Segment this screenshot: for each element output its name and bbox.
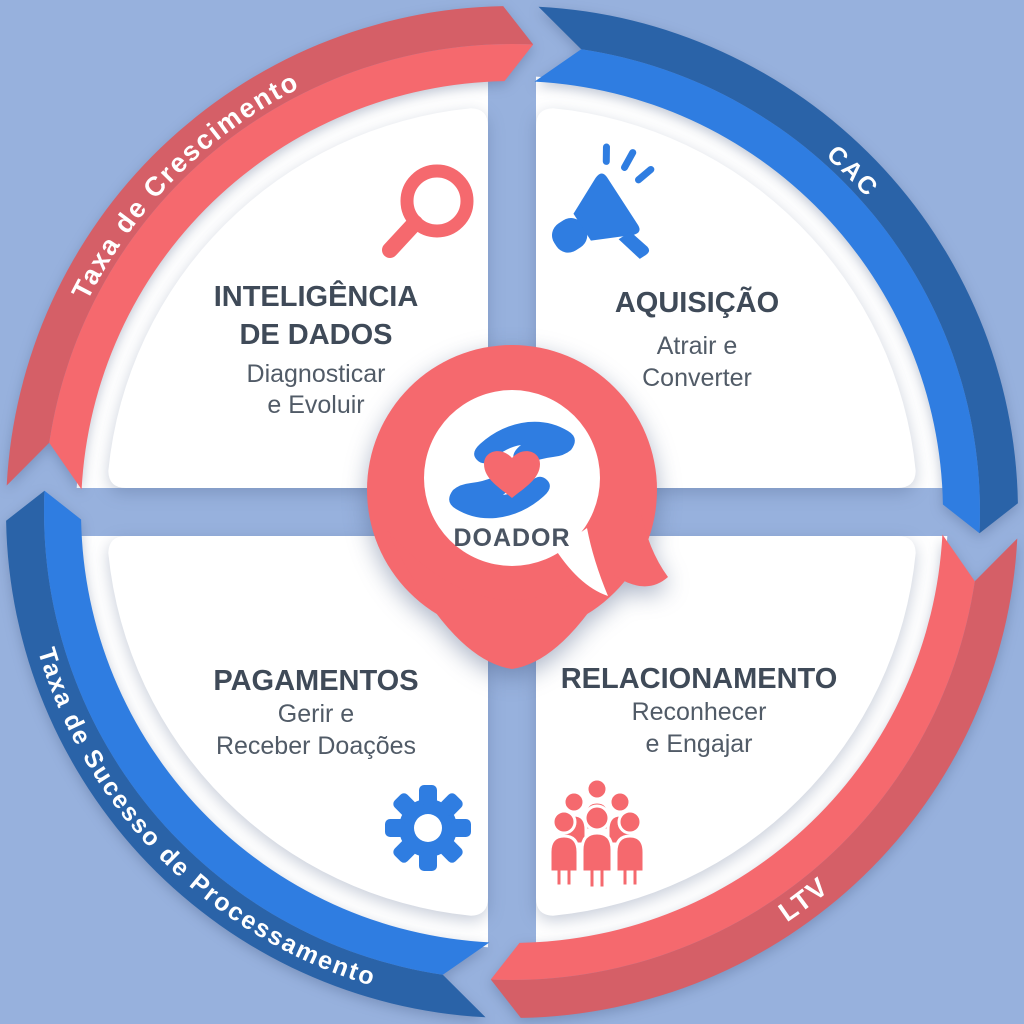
panel-top-right [536,108,916,489]
quadrant-subtitle-line: Receber Doações [216,732,416,760]
arc-bottom-right-red [490,534,1018,1018]
quadrant-subtitle-line: Converter [642,364,752,392]
quadrant-subtitle-line: Gerir e [278,700,354,728]
heart-icon [484,451,540,498]
quadrant-title-line: INTELIGÊNCIA [214,279,419,313]
hand-top [474,421,575,466]
arc-top-right-inner-band [534,49,980,534]
panel-top-left [108,108,489,489]
quadrant-subtitle-line: Reconhecer [632,698,767,726]
arc-top-left-red [6,6,534,490]
arc-top-right-blue [534,6,1018,534]
center-label: DOADOR [453,524,570,552]
quadrant-relacionamento: RELACIONAMENTO Reconhecer e Engajar [548,663,838,890]
arc-top-left-inner-band [49,44,534,490]
quadrant-title-line: PAGAMENTOS [213,665,418,697]
quadrant-subtitle-line: Atrair e [657,332,738,360]
arc-bottom-left-outer-band [6,490,486,1018]
arc-bottom-left-inner-band [44,490,490,975]
arc-bottom-left-blue [6,490,490,1018]
hands-heart-icon [449,421,575,519]
people-icon [548,777,646,890]
quadrant-title-line: AQUISIÇÃO [615,285,779,319]
arc-top-right-outer-band [538,6,1018,534]
cycle-arrows [6,6,1018,1018]
arc-top-left-outer-band [6,6,534,486]
quadrant-subtitle-line: e Engajar [645,730,752,758]
quadrant-subtitle-line: e Evoluir [267,391,364,419]
arc-bottom-right-outer-band [490,538,1018,1018]
hand-bottom [449,474,550,519]
quadrant-title-line: RELACIONAMENTO [561,663,838,695]
quadrant-title-line: DE DADOS [239,319,392,351]
gear-icon [385,785,471,871]
quadrant-aquisicao: AQUISIÇÃO Atrair e Converter [552,143,779,392]
quadrant-inteligencia-de-dados: INTELIGÊNCIA DE DADOS Diagnosticar e Evo… [214,164,474,419]
quadrant-pagamentos: PAGAMENTOS Gerir e Receber Doações [213,665,471,871]
magnifier-icon [382,164,474,258]
megaphone-icon [552,143,655,259]
quadrant-subtitle-line: Diagnosticar [247,360,386,388]
pin-speech-tail [595,508,668,587]
center-pin: DOADOR [367,345,668,669]
pin-point [387,530,637,669]
arc-bottom-right-inner-band [490,534,975,980]
